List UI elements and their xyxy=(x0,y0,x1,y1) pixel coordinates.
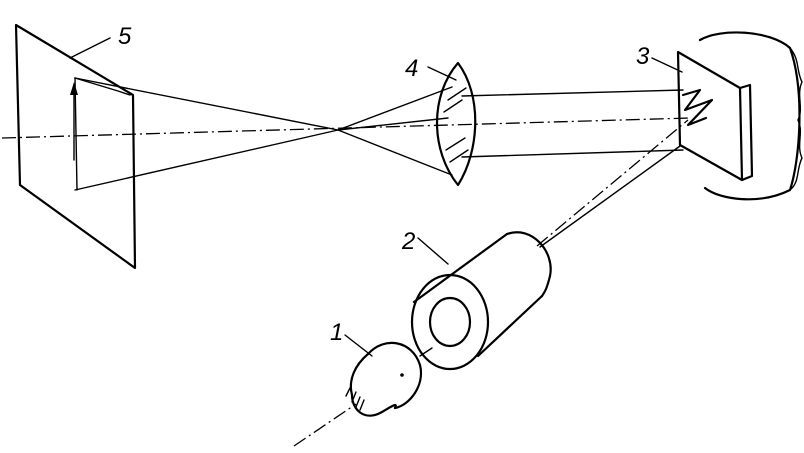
label-prism-mount: 3 xyxy=(636,43,650,70)
prism-plate xyxy=(676,50,744,182)
source-dot xyxy=(400,373,404,377)
source-leader-line xyxy=(344,334,373,357)
image-arrow-head xyxy=(70,82,78,95)
converging-lens xyxy=(427,61,477,187)
light-rays xyxy=(74,77,684,191)
prism-leader-line xyxy=(651,57,683,73)
objective-cylinder xyxy=(410,231,552,371)
light-source xyxy=(344,334,433,417)
objective-leader-line xyxy=(417,237,449,265)
prism-mount xyxy=(651,31,803,201)
projection-screen xyxy=(14,23,137,270)
source-axis xyxy=(293,403,357,447)
incoming-beam xyxy=(536,119,689,248)
screen-leader-line xyxy=(69,37,111,59)
label-source: 1 xyxy=(330,319,343,346)
screen-image-frame xyxy=(74,77,131,96)
label-screen: 5 xyxy=(118,23,132,50)
label-objective: 2 xyxy=(401,228,415,255)
lens-leader-line xyxy=(427,66,457,81)
prism-teeth xyxy=(681,88,714,127)
optical-axis xyxy=(1,117,691,139)
label-lens: 4 xyxy=(405,55,418,82)
